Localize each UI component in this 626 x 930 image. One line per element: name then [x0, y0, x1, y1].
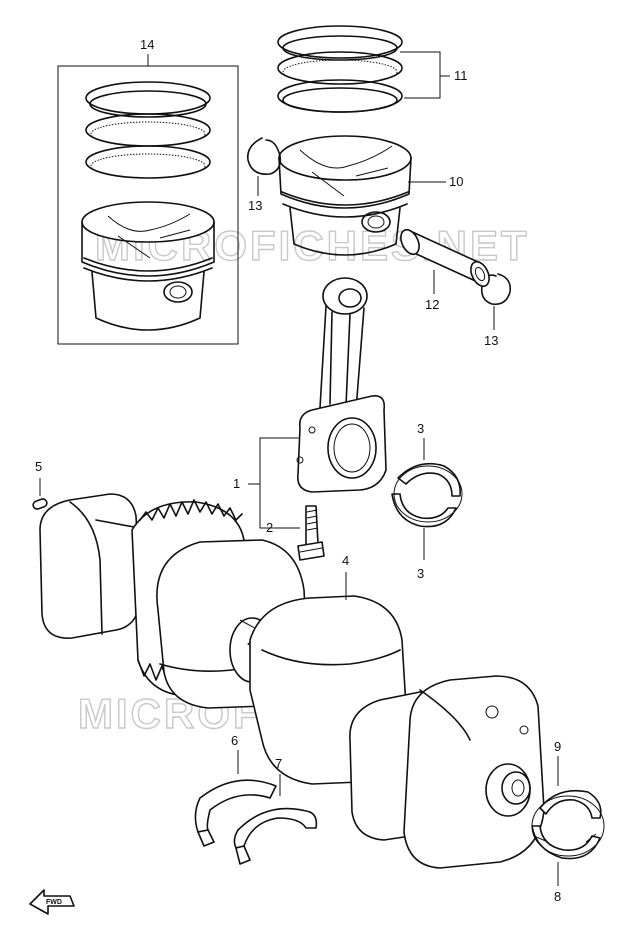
fwd-arrow-icon: FWD	[29, 889, 75, 915]
piston-10	[278, 135, 412, 256]
callout-1: 1	[233, 476, 240, 491]
thrust-bearing-7	[233, 807, 318, 865]
main-bearing-9	[539, 789, 602, 819]
connecting-rod-1	[296, 277, 387, 493]
callout-11: 11	[454, 68, 468, 83]
conrod-bearing-3	[391, 462, 463, 528]
callout-3-top: 3	[417, 421, 424, 436]
piston-pin-12	[400, 228, 490, 288]
callout-3-bottom: 3	[417, 566, 424, 581]
thrust-bearing-6	[194, 779, 277, 847]
callout-4: 4	[342, 553, 349, 568]
dowel-pin-5	[32, 498, 48, 510]
callout-13-left: 13	[248, 198, 262, 213]
callout-7: 7	[275, 756, 282, 771]
callout-13-right: 13	[484, 333, 498, 348]
callout-12: 12	[425, 297, 439, 312]
callout-5: 5	[35, 459, 42, 474]
piston-assembly-14	[57, 65, 239, 345]
conrod-bolt-2	[297, 505, 325, 561]
callout-6: 6	[231, 733, 238, 748]
callout-9: 9	[554, 739, 561, 754]
fwd-label: FWD	[46, 899, 62, 906]
callout-14: 14	[140, 37, 154, 52]
piston-rings-11	[277, 25, 403, 113]
callout-10: 10	[449, 174, 463, 189]
main-bearing-8	[531, 795, 605, 860]
callout-8: 8	[554, 889, 561, 904]
circlip-13-left	[246, 137, 282, 176]
callout-2: 2	[266, 520, 273, 535]
